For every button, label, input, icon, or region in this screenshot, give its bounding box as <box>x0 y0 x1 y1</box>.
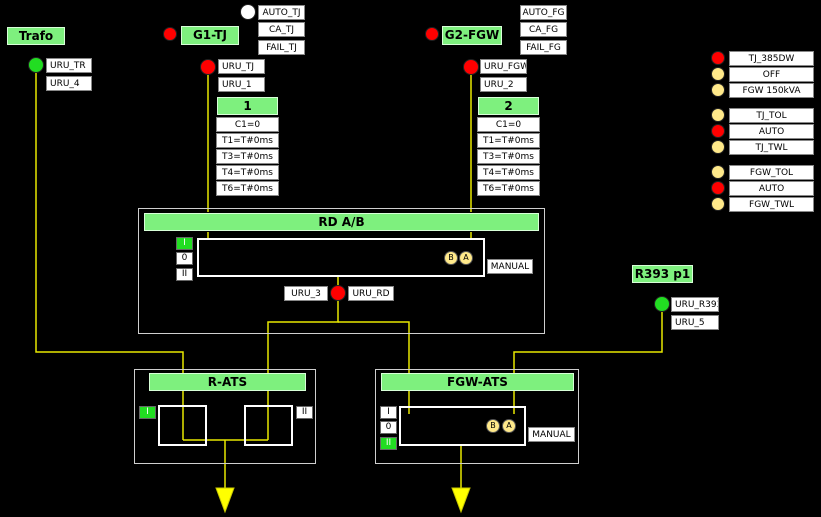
legend-label: TJ_TOL <box>729 108 814 123</box>
rats-switch-left <box>158 405 207 446</box>
legend-indicator <box>711 83 725 97</box>
fgwats-manual-label: MANUAL <box>528 427 575 442</box>
rdab-panel <box>138 208 545 334</box>
g1-header: G1-TJ <box>181 26 239 45</box>
g1-label-2: URU_1 <box>218 77 265 92</box>
g1-label-1: URU_TJ <box>218 59 265 74</box>
g1-status-fail: FAIL_TJ <box>258 40 305 55</box>
rdab-right-label: URU_RD <box>348 286 394 301</box>
rdab-left-label: URU_3 <box>284 286 328 301</box>
rdab-breaker-status[interactable] <box>330 285 346 301</box>
r393-label-2: URU_5 <box>671 315 719 330</box>
trafo-label-1: URU_TR <box>46 58 92 73</box>
rdab-a-indicator: A <box>459 251 473 265</box>
legend-indicator <box>711 140 725 154</box>
rats-output-arrow <box>215 487 235 514</box>
fgwats-mode-ii-button[interactable]: II <box>380 437 397 450</box>
g2-timer-row: T6=T#0ms <box>477 181 540 196</box>
legend-indicator <box>711 181 725 195</box>
rats-switch-right <box>244 405 293 446</box>
g2-timer-row: T1=T#0ms <box>477 133 540 148</box>
trafo-breaker-status[interactable] <box>28 57 44 73</box>
g1-timer-row: T1=T#0ms <box>216 133 279 148</box>
legend-label: AUTO <box>729 124 814 139</box>
trafo-header: Trafo <box>7 27 65 45</box>
legend-label: FGW_TWL <box>729 197 814 212</box>
fgwats-panel <box>375 369 579 464</box>
legend-indicator <box>711 165 725 179</box>
rdab-b-indicator: B <box>444 251 458 265</box>
g2-status-ca: CA_FG <box>520 22 567 37</box>
legend-indicator <box>711 67 725 81</box>
rdab-mode-i-button[interactable]: I <box>176 237 193 250</box>
g2-breaker-status[interactable] <box>463 59 479 75</box>
r393-breaker-status[interactable] <box>654 296 670 312</box>
fgwats-header: FGW-ATS <box>381 373 574 391</box>
r393-header: R393 p1 <box>632 265 693 283</box>
g2-label-2: URU_2 <box>480 77 527 92</box>
rdab-manual-label: MANUAL <box>487 259 533 274</box>
rdab-switch-box <box>197 238 485 277</box>
g1-status-ca: CA_TJ <box>258 22 305 37</box>
trafo-label-2: URU_4 <box>46 76 92 91</box>
fgwats-b-indicator: B <box>486 419 500 433</box>
legend-label: TJ_TWL <box>729 140 814 155</box>
legend-indicator <box>711 108 725 122</box>
g1-timer-row: T3=T#0ms <box>216 149 279 164</box>
g2-status-auto: AUTO_FG <box>520 5 567 20</box>
rats-panel <box>134 369 316 464</box>
g1-breaker-status[interactable] <box>200 59 216 75</box>
fgwats-output-arrow <box>451 487 471 514</box>
g1-status-indicator[interactable] <box>163 27 177 41</box>
fgwats-mode-i-button[interactable]: I <box>380 406 397 419</box>
g2-label-1: URU_FGW <box>480 59 527 74</box>
fgwats-a-indicator: A <box>502 419 516 433</box>
g1-status-auto: AUTO_TJ <box>258 5 305 20</box>
g2-header: G2-FGW <box>442 26 502 45</box>
g1-aux-indicator[interactable] <box>240 4 256 20</box>
rats-header: R-ATS <box>149 373 306 391</box>
legend-indicator <box>711 51 725 65</box>
fgwats-switch-box <box>399 406 526 446</box>
rdab-mode-0-button[interactable]: 0 <box>176 252 193 265</box>
g2-status-fail: FAIL_FG <box>520 40 567 55</box>
legend-indicator <box>711 124 725 138</box>
g2-timer-row: T4=T#0ms <box>477 165 540 180</box>
g1-timer-row: C1=0 <box>216 117 279 132</box>
rats-mode-i-button[interactable]: I <box>139 406 156 419</box>
g2-timer-row: T3=T#0ms <box>477 149 540 164</box>
rats-mode-ii-button[interactable]: II <box>296 406 313 419</box>
g2-timer-header: 2 <box>478 97 539 115</box>
legend-label: OFF <box>729 67 814 82</box>
legend-label: AUTO <box>729 181 814 196</box>
wire-trafo-to-rats <box>35 72 184 440</box>
fgwats-mode-0-button[interactable]: 0 <box>380 421 397 434</box>
g1-timer-header: 1 <box>217 97 278 115</box>
legend-indicator <box>711 197 725 211</box>
r393-label-1: URU_R393 <box>671 297 719 312</box>
g2-timer-row: C1=0 <box>477 117 540 132</box>
g1-timer-row: T6=T#0ms <box>216 181 279 196</box>
g1-timer-row: T4=T#0ms <box>216 165 279 180</box>
rdab-header: RD A/B <box>144 213 539 231</box>
rdab-mode-ii-button[interactable]: II <box>176 268 193 281</box>
legend-label: FGW 150kVA <box>729 83 814 98</box>
g2-status-indicator[interactable] <box>425 27 439 41</box>
legend-label: FGW_TOL <box>729 165 814 180</box>
legend-label: TJ_385DW <box>729 51 814 66</box>
